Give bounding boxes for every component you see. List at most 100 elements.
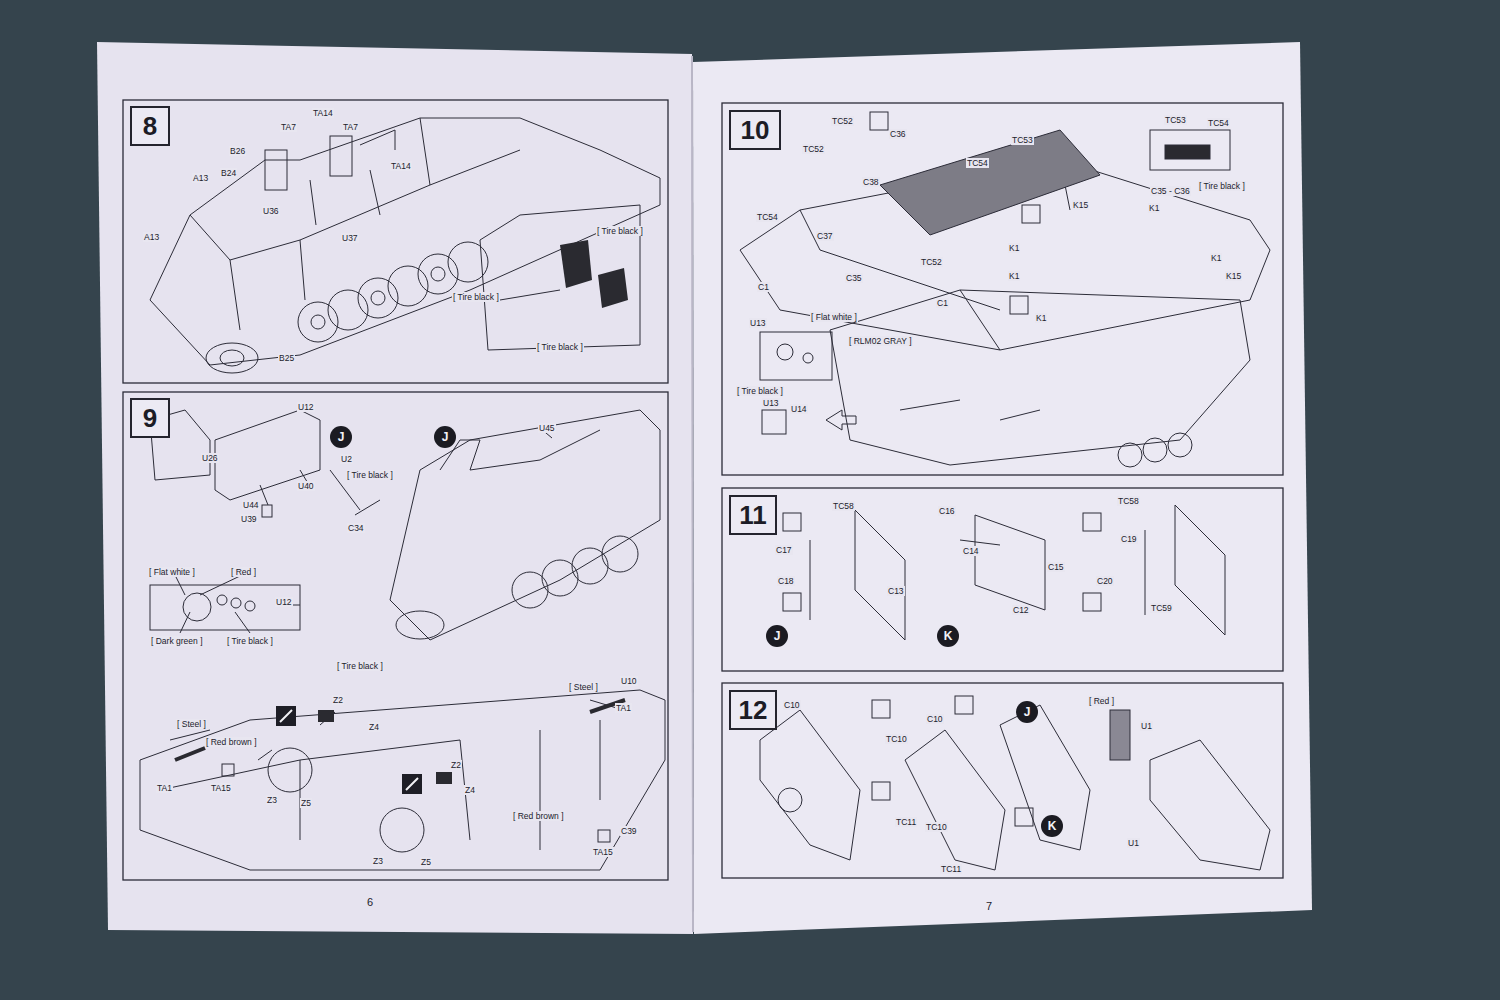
paint-callout: [ Red brown ] (512, 811, 565, 821)
pe-icon (276, 706, 296, 726)
step-number: 9 (130, 398, 170, 438)
part-number: U40 (297, 481, 315, 491)
part-number: TC53 (1011, 135, 1034, 145)
instrument-panel (150, 585, 300, 630)
detail-view (1150, 130, 1230, 170)
part-number: TC54 (756, 212, 779, 222)
road-wheel (542, 560, 578, 596)
part-number: C35 - C36 (1150, 186, 1191, 196)
part-number: B26 (229, 146, 246, 156)
part-number: C19 (1120, 534, 1138, 544)
part-number: U44 (242, 500, 260, 510)
leader-lines (170, 700, 630, 760)
detail-circle (778, 788, 802, 812)
paint-callout: [ Steel ] (568, 682, 599, 692)
page-number: 7 (985, 901, 993, 911)
paint-callout: [ Tire black ] (336, 661, 384, 671)
wheel-hub (431, 267, 445, 281)
part-number: C18 (777, 576, 795, 586)
road-wheel (572, 548, 608, 584)
marker-letter: K (944, 629, 953, 643)
paint-callout: [ Flat white ] (810, 312, 858, 322)
part-number: TC53 (1164, 115, 1187, 125)
road-wheel (512, 572, 548, 608)
front-wheel (206, 343, 258, 373)
left-page (97, 42, 693, 934)
part-number: Z4 (368, 722, 380, 732)
part-number: C14 (962, 546, 980, 556)
front-wheel-hub (220, 350, 244, 366)
step-number: 11 (729, 495, 777, 535)
part-number: U13 (749, 318, 767, 328)
part-number: A13 (192, 173, 209, 183)
pages (97, 42, 1312, 934)
part-number: Z2 (450, 760, 462, 770)
part-number: U12 (275, 597, 293, 607)
part-number: TC11 (895, 817, 917, 827)
side-plate (1000, 705, 1090, 850)
hull-detail (190, 118, 520, 330)
paint-callout: [ Tire black ] (536, 342, 584, 352)
hatch-icon (1022, 205, 1040, 223)
paint-leaders (175, 575, 300, 633)
radio-box (760, 332, 832, 380)
part-number: C16 (938, 506, 956, 516)
part-number: U39 (240, 514, 258, 524)
paint-callout: [ Red ] (230, 567, 257, 577)
part-number: TC52 (802, 144, 825, 154)
part-number: C10 (783, 700, 801, 710)
part-number: K15 (1072, 200, 1089, 210)
part-number: U1 (1140, 721, 1153, 731)
part-number: Z3 (372, 856, 384, 866)
step-panel (123, 392, 668, 880)
right-page (693, 42, 1312, 934)
part-number: C1 (757, 282, 770, 292)
part-number: TC52 (831, 116, 854, 126)
part-number: TC52 (920, 257, 943, 267)
marker-circle: K (937, 625, 959, 647)
part-number: C37 (816, 231, 834, 241)
dash-panel (215, 410, 320, 500)
part-number: C1 (936, 298, 949, 308)
paint-callout: [ Red brown ] (205, 737, 258, 747)
part-number: K1 (1148, 203, 1160, 213)
side-plate (1150, 740, 1270, 870)
part-number: TA15 (592, 847, 614, 857)
part-number: C38 (862, 177, 880, 187)
wheel-hub (311, 315, 325, 329)
black-plate (318, 710, 334, 722)
armour-door (855, 510, 905, 640)
marker-circle: J (330, 426, 352, 448)
paint-callout: [ Steel ] (176, 719, 207, 729)
part-number: C12 (1012, 605, 1030, 615)
side-plate (905, 730, 1005, 870)
part-number: Z5 (300, 798, 312, 808)
road-wheel (602, 536, 638, 572)
hull-detail (440, 428, 600, 470)
part-number: U2 (340, 454, 353, 464)
road-wheel (1118, 443, 1142, 467)
panel-frames (123, 100, 1283, 880)
marker-letter: J (774, 629, 781, 643)
part-number: U14 (790, 404, 808, 414)
road-wheel (1143, 438, 1167, 462)
glue-icon (955, 696, 973, 714)
part-number: TA1 (156, 783, 173, 793)
detail-circle (380, 808, 424, 852)
page-gutter (692, 56, 693, 932)
step-label: 12 (739, 695, 768, 726)
road-wheel (1168, 433, 1192, 457)
paint-callout: [ Tire black ] (596, 226, 644, 236)
halftrack-chassis (150, 118, 660, 373)
hull-outline (150, 118, 660, 365)
seat-black (560, 240, 592, 288)
detail-circle (268, 748, 312, 792)
small-part (262, 505, 272, 517)
paint-callout: [ Tire black ] (452, 292, 500, 302)
part-number: U26 (201, 453, 219, 463)
step-label: 9 (143, 403, 157, 434)
gauge (231, 598, 241, 608)
dashboard-assembly (140, 410, 665, 870)
door-assemblies (783, 505, 1225, 640)
marker-letter: K (1048, 819, 1057, 833)
